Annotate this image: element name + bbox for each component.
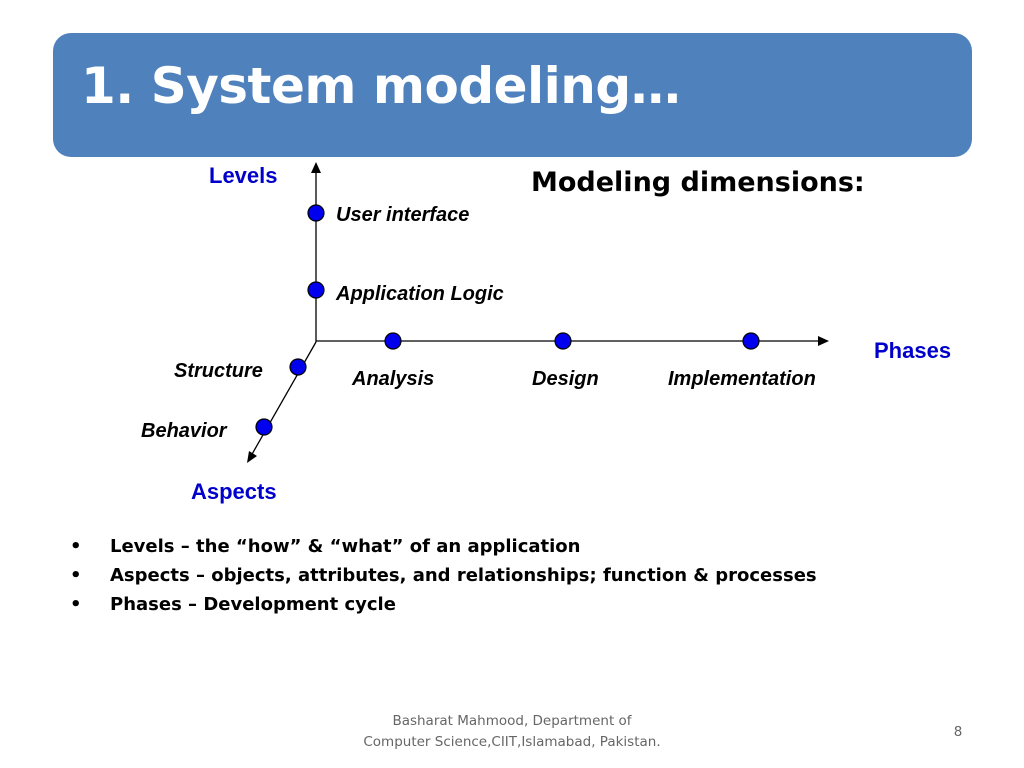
level-label-user-interface: User interface	[336, 204, 469, 226]
levels-axis-label: Levels	[209, 163, 278, 188]
diagram-heading: Modeling dimensions:	[531, 167, 865, 198]
aspect-point-structure	[289, 358, 307, 376]
aspect-point-behavior	[255, 418, 273, 436]
bullet-item: • Levels – the “how” & “what” of an appl…	[70, 532, 817, 561]
footer-line-1: Basharat Mahmood, Department of	[392, 713, 632, 729]
aspects-axis-arrowhead	[247, 451, 257, 463]
bullet-mark: •	[70, 536, 82, 557]
bullet-item: • Phases – Development cycle	[70, 590, 817, 619]
footer: Basharat Mahmood, Department of Computer…	[312, 711, 712, 753]
phases-axis-label: Phases	[874, 338, 951, 363]
phase-point-analysis	[384, 332, 402, 350]
aspect-label-behavior: Behavior	[141, 420, 228, 442]
bullet-list: • Levels – the “how” & “what” of an appl…	[70, 532, 817, 619]
phase-label-design: Design	[532, 368, 599, 390]
bullet-item: • Aspects – objects, attributes, and rel…	[70, 561, 817, 590]
level-point-user-interface	[307, 204, 325, 222]
bullet-text: Phases – Development cycle	[110, 594, 396, 615]
phase-label-implementation: Implementation	[668, 368, 816, 390]
aspects-axis	[250, 341, 317, 457]
aspect-label-structure: Structure	[174, 360, 263, 382]
slide-title: 1. System modeling…	[81, 57, 681, 115]
bullet-mark: •	[70, 565, 82, 586]
bullet-text: Levels – the “how” & “what” of an applic…	[110, 536, 581, 557]
level-label-application-logic: Application Logic	[335, 283, 504, 305]
phase-label-analysis: Analysis	[351, 368, 434, 390]
bullet-mark: •	[70, 594, 82, 615]
levels-axis-arrowhead	[311, 162, 321, 173]
bullet-text: Aspects – objects, attributes, and relat…	[110, 565, 817, 586]
title-bar: 1. System modeling…	[53, 33, 972, 157]
footer-line-2: Computer Science,CIIT,Islamabad, Pakista…	[363, 734, 661, 750]
phase-point-implementation	[742, 332, 760, 350]
page-number: 8	[953, 724, 963, 740]
aspects-axis-label: Aspects	[191, 479, 277, 504]
level-point-application-logic	[307, 281, 325, 299]
phase-point-design	[554, 332, 572, 350]
phases-axis-arrowhead	[818, 336, 829, 346]
